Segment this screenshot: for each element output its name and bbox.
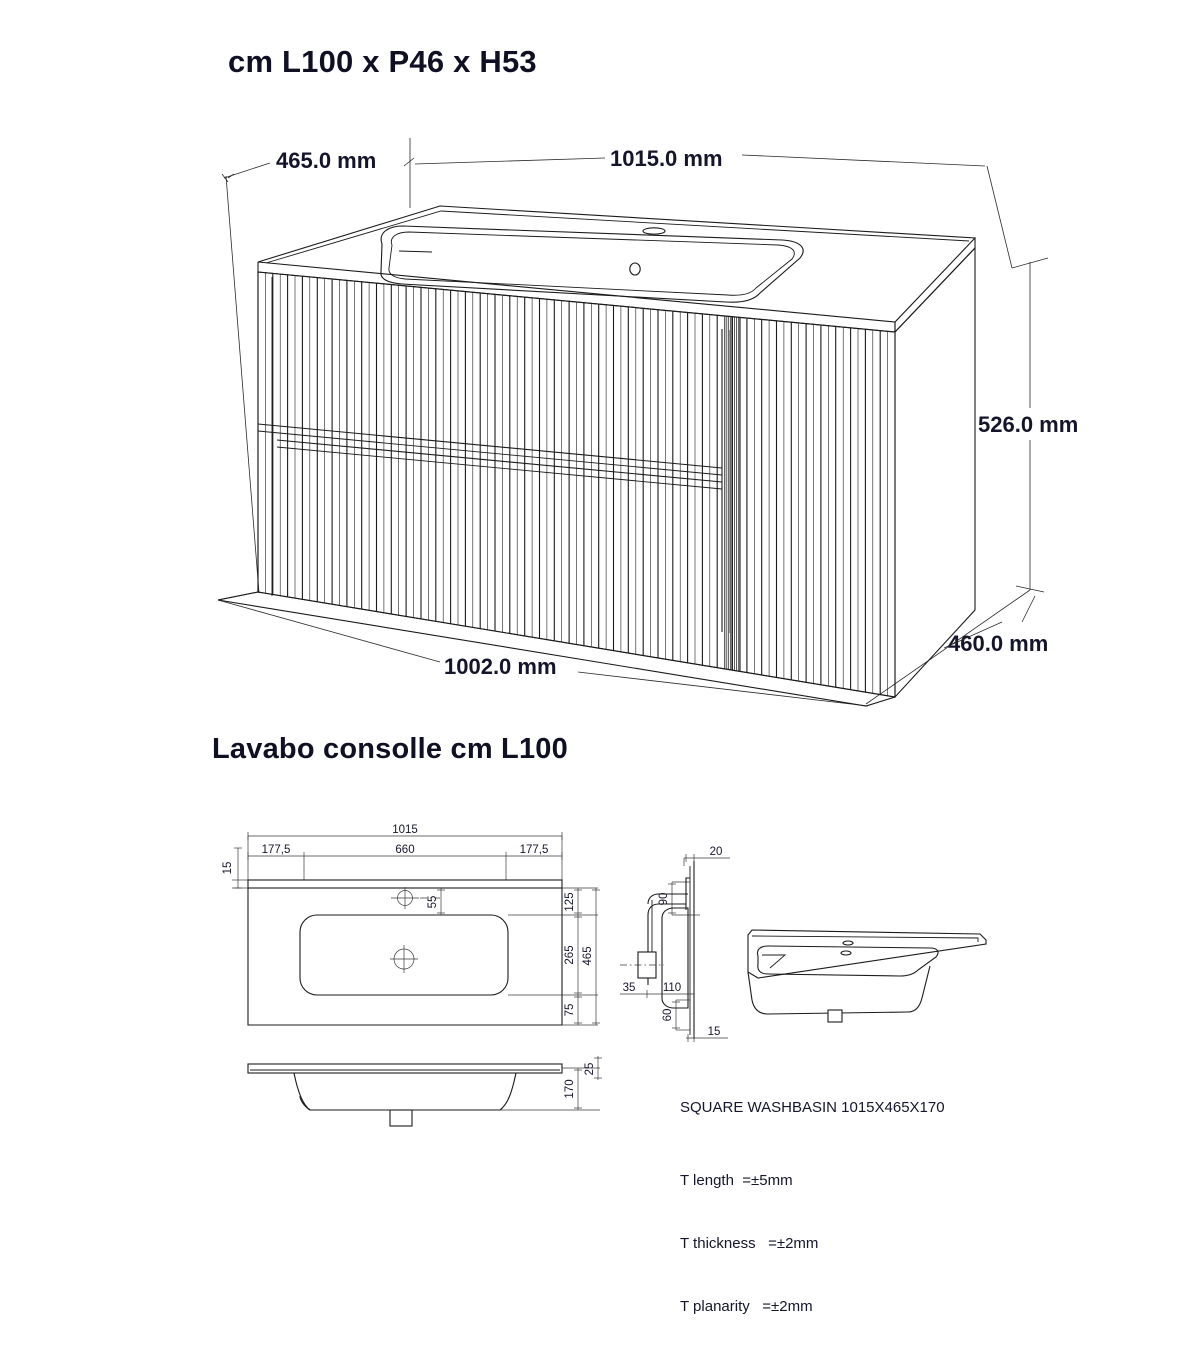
washbasin-front-elevation: 170 25 [247, 1056, 602, 1127]
section-dim-base-thickness: 15 [708, 1026, 721, 1038]
washbasin-small-body [747, 965, 931, 1023]
front-dimension-rim-height: 25 [584, 1056, 602, 1080]
tolerance-line-length: T length =±5mm [680, 1172, 793, 1189]
section-wall-line [689, 861, 695, 1039]
section-dim-overhang: 35 [623, 982, 636, 994]
dimension-label-width-top: 1015.0 mm [610, 146, 723, 171]
plan-dim-right-segment: 177,5 [520, 844, 549, 856]
plan-dim-tap-offset: 55 [427, 896, 439, 909]
plan-dim-bottom-band: 75 [564, 1004, 576, 1017]
isometric-vanity-drawing [217, 138, 1049, 707]
section-dimension-bowl-drop: 60 [662, 999, 690, 1031]
front-elevation-outline [247, 1063, 600, 1127]
cabinet-left-edge [257, 272, 273, 596]
dimension-label-height: 526.0 mm [978, 412, 1079, 437]
tap-hole-plan [391, 887, 440, 909]
plan-dim-center-segment: 660 [395, 844, 414, 856]
dimension-label-width-bottom: 1002.0 mm [444, 654, 557, 679]
washbasin-plan-view: 1015 177,5 660 177,5 15 [222, 824, 600, 1026]
washbasin-small-overflow [840, 950, 852, 956]
section-dimension-base: 15 [686, 1026, 728, 1042]
section-dimension-bowl-width: 35 110 [620, 982, 694, 998]
tolerance-line-planarity: T planarity =±2mm [680, 1298, 813, 1315]
section-dimension-tap-deck: 90 [658, 881, 700, 916]
plan-dim-bowl-depth: 265 [564, 945, 576, 964]
section-dim-tap-deck: 90 [658, 893, 670, 906]
basin-profile-section [620, 877, 690, 1009]
plan-dim-top-band: 125 [564, 892, 576, 911]
basin-bowl-plan [299, 914, 509, 996]
product-note-title: SQUARE WASHBASIN 1015X465X170 [680, 1099, 945, 1116]
drain-hole-plan [390, 945, 418, 973]
section-dim-bowl-drop: 60 [662, 1009, 674, 1022]
washbasin-small-top-slab [747, 929, 987, 979]
plan-dim-overall-width: 1015 [392, 824, 418, 836]
front-dimension-bowl-height: 170 [564, 1068, 582, 1110]
overflow-hole-isometric [629, 262, 641, 276]
plan-dim-left-segment: 177,5 [262, 844, 291, 856]
basin-bowl-isometric [380, 225, 804, 303]
section-dim-bowl-width: 110 [663, 982, 681, 994]
section-title-washbasin: Lavabo consolle cm L100 [212, 733, 568, 765]
plan-dimension-depth: 125 265 75 465 [508, 887, 600, 1026]
plan-dimension-rim-thickness: 15 [222, 847, 248, 889]
plan-dimension-tap-offset: 55 [427, 888, 445, 915]
front-dim-bowl-height: 170 [564, 1079, 576, 1098]
drawer-divider-lines [257, 423, 723, 490]
washbasin-isometric-small [747, 929, 987, 1023]
technical-drawing-page: cm L100 x P46 x H53 Lavabo consolle cm L… [212, 44, 1079, 1315]
plan-dimension-width: 1015 177,5 660 177,5 [247, 824, 563, 888]
isometric-dimension-lines [217, 138, 1049, 707]
washbasin-small-bowl [756, 945, 939, 977]
plan-dim-rim-thickness: 15 [222, 862, 234, 875]
section-dimension-top-rim: 20 [683, 846, 730, 866]
washbasin-small-tap-hole [842, 940, 854, 946]
tap-hole-isometric [642, 227, 666, 235]
tolerance-line-thickness: T thickness =±2mm [680, 1235, 819, 1252]
dimension-label-depth-top: 465.0 mm [276, 148, 377, 173]
page-title: cm L100 x P46 x H53 [228, 44, 537, 79]
washbasin-section-view: 20 90 35 110 [620, 846, 730, 1042]
plan-dim-overall-depth: 465 [582, 946, 594, 965]
front-dim-rim-height: 25 [584, 1063, 596, 1076]
door-split-line [721, 329, 730, 633]
section-dim-top-rim: 20 [710, 846, 723, 858]
tolerance-note-block: T length =±5mm T thickness =±2mm T plana… [680, 1128, 818, 1359]
